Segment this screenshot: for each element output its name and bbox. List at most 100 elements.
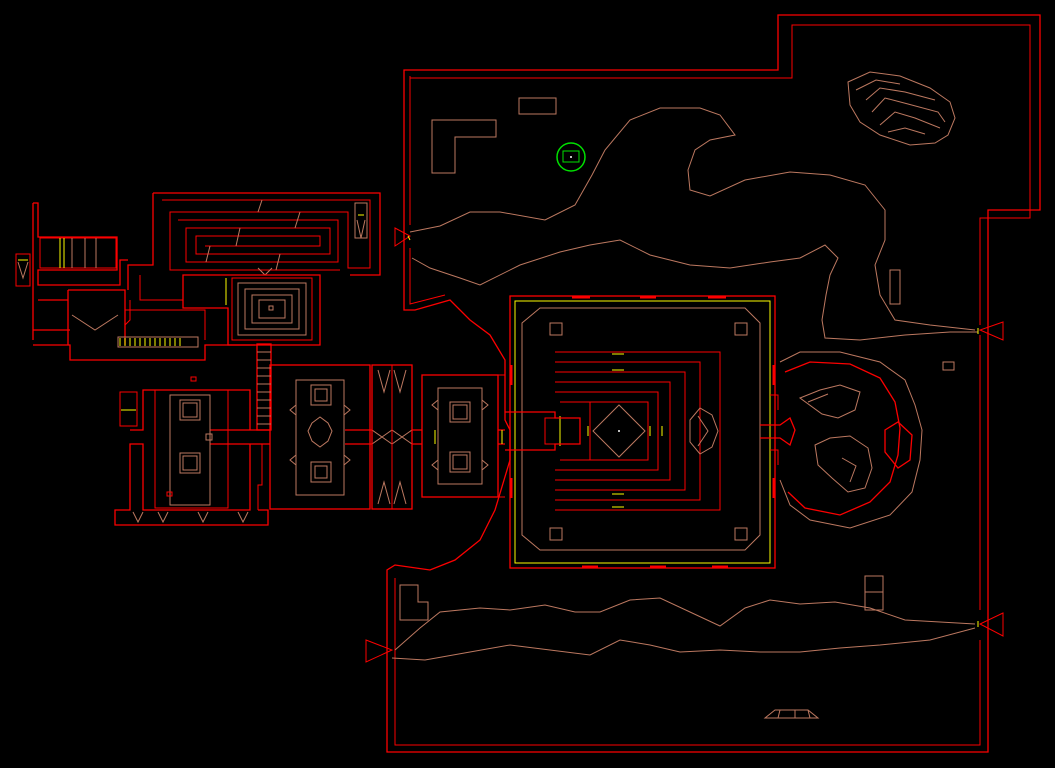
octagon-hall-wall (269, 364, 371, 510)
octagon-wall-torches (289, 404, 351, 466)
stair-corridor-wall (256, 343, 272, 431)
small-pyramid-step-2 (244, 288, 300, 330)
octagon-pillar (307, 416, 333, 448)
twin-room-floor (437, 387, 483, 485)
west-hall-floor (169, 394, 211, 506)
lower-west-stair-steps (119, 338, 181, 346)
west-hall (114, 376, 269, 526)
west-pillar-s (179, 452, 201, 474)
gate-west-north-door (407, 235, 411, 241)
main-corridor (210, 429, 505, 445)
player-circle-icon (556, 142, 586, 172)
maze-exit-marker (356, 219, 366, 239)
gate-east-south (978, 612, 1004, 637)
twin-pillar-s (449, 451, 471, 473)
west-alcove (119, 391, 138, 427)
terrain-contours (391, 71, 978, 661)
east-cliff-ledge (884, 421, 913, 469)
outer-arena (386, 14, 1041, 753)
temple-pillar-sw (549, 527, 563, 541)
altar-item (618, 430, 620, 432)
west-gate-marker (17, 261, 29, 280)
altar-base (589, 401, 649, 461)
east-cliff-inner (784, 361, 901, 516)
arena-structures (399, 97, 955, 719)
south-river-lower (391, 627, 976, 661)
spiral-maze (127, 192, 381, 290)
temple-pillar-nw (549, 322, 563, 336)
central-temple (505, 295, 796, 569)
twin-pillar-n (449, 401, 471, 423)
small-pyramid-step-3 (251, 294, 293, 324)
temple-west-vestibule (544, 417, 581, 445)
gates (365, 227, 1004, 663)
west-hall-switch-s (166, 491, 173, 497)
west-hall-lamp (205, 433, 213, 441)
stair-corridor (256, 343, 272, 431)
temple-pillar-se (734, 527, 748, 541)
east-cliff-outer (779, 351, 923, 529)
octagon-block-n-inner (314, 388, 328, 402)
northeast-rock (847, 71, 956, 146)
gate-west-north (394, 227, 411, 247)
temple-inner-step (521, 307, 761, 551)
pyramid-step-3 (555, 371, 686, 491)
octagon-block-s-inner (314, 465, 328, 479)
pyramid-step-2 (555, 361, 701, 501)
north-river-upper (409, 107, 976, 331)
stairs-south (763, 709, 820, 719)
twin-room-wall (421, 374, 499, 498)
crate-north (518, 97, 557, 115)
lower-west-ramp (71, 314, 119, 331)
start-area (15, 202, 255, 361)
west-gate-alcove (15, 253, 31, 287)
arena-inner-wall (394, 24, 1031, 746)
altar-diamond (592, 404, 646, 458)
maze-crossings (205, 199, 301, 271)
pillar-east (889, 269, 901, 305)
west-hall-inner (154, 389, 229, 509)
east-rock-island-2 (814, 435, 873, 493)
teeth-spikes (377, 369, 407, 505)
lower-west-passage (124, 275, 206, 340)
west-pillar-n (179, 399, 201, 421)
crate-l-shape (431, 119, 497, 174)
east-alcove (689, 407, 719, 455)
temple-east-posts (770, 394, 779, 465)
north-river-lower (411, 239, 978, 341)
twin-pillar-n-inner (452, 404, 468, 420)
maze-outer-wall (127, 192, 381, 290)
octagon-block-n (310, 384, 332, 406)
gate-east-north (978, 321, 1004, 341)
twin-pillar-s-inner (452, 454, 468, 470)
pyramid-step-1 (555, 351, 721, 511)
teeth-corridor (371, 364, 413, 510)
arena-connector (498, 360, 506, 498)
west-pillar-s-inner (182, 455, 198, 471)
crate-east-small (942, 361, 955, 371)
west-hall-switch-n (190, 376, 197, 382)
stair-steps (257, 351, 271, 425)
crate-southwest (399, 584, 429, 621)
start-room-door (59, 238, 65, 268)
octagon-hall (269, 364, 371, 510)
arena-connector-walls (498, 360, 506, 498)
pyramid-step-5 (555, 391, 659, 471)
start-room (39, 237, 117, 269)
maze-spiral (162, 199, 371, 271)
small-pyramid-top (268, 305, 274, 311)
twin-wall-torches (431, 399, 489, 471)
small-pyramid-step-1 (237, 282, 307, 336)
small-pyramid-step-4 (258, 299, 286, 319)
crate-southeast (864, 575, 884, 611)
pyramid-step-4 (555, 381, 671, 481)
start-room-lines (71, 238, 97, 268)
small-pyramid-room (182, 274, 321, 346)
twin-pillar-room (421, 374, 499, 498)
pyramid-steps (555, 351, 721, 511)
lower-west-stairs (117, 336, 199, 348)
octagon-hall-floor (295, 379, 345, 496)
